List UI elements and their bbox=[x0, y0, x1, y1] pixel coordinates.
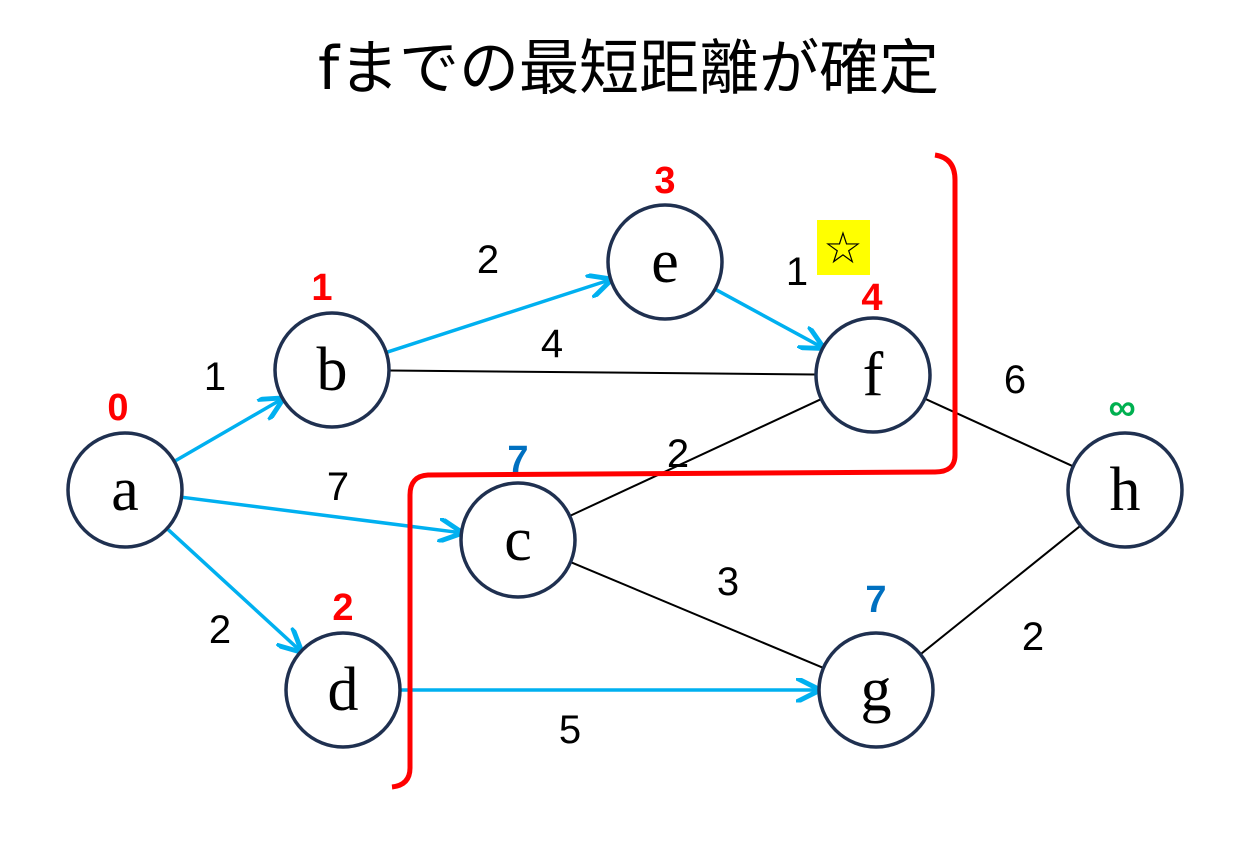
distance-label-e: 3 bbox=[654, 160, 675, 202]
edge-g-h bbox=[919, 525, 1081, 656]
edge-a-c bbox=[181, 495, 461, 532]
node-h: h∞ bbox=[1066, 387, 1184, 549]
node-circle bbox=[1066, 431, 1184, 549]
edge-c-f bbox=[569, 398, 821, 517]
edge-weight-b-e: 2 bbox=[477, 238, 499, 282]
star-icon: ☆ bbox=[823, 223, 862, 274]
node-f: f4 bbox=[814, 277, 932, 434]
edge-weight-a-d: 2 bbox=[209, 608, 231, 652]
distance-label-f: 4 bbox=[861, 277, 882, 319]
edge-e-f bbox=[714, 287, 822, 347]
node-label: g bbox=[861, 656, 892, 724]
edge-weight-f-h: 6 bbox=[1004, 358, 1026, 402]
distance-label-c: 7 bbox=[507, 439, 528, 481]
edge-weight-b-f: 4 bbox=[541, 322, 563, 366]
node-circle bbox=[273, 311, 391, 429]
distance-label-d: 2 bbox=[332, 587, 353, 629]
distance-label-a: 0 bbox=[107, 387, 128, 429]
node-d: d2 bbox=[284, 587, 402, 749]
node-label: d bbox=[328, 656, 359, 724]
edge-a-b bbox=[173, 399, 282, 463]
node-a: a0 bbox=[66, 387, 184, 549]
node-circle bbox=[459, 481, 577, 599]
edge-weight-c-g: 3 bbox=[717, 560, 739, 604]
distance-label-b: 1 bbox=[311, 267, 332, 309]
edge-weight-d-g: 5 bbox=[559, 708, 581, 752]
edge-c-g bbox=[570, 561, 823, 669]
node-circle bbox=[817, 631, 935, 749]
node-label: b bbox=[317, 336, 348, 404]
edge-weight-c-f: 2 bbox=[667, 432, 689, 476]
node-b: b1 bbox=[273, 267, 391, 429]
node-circle bbox=[606, 203, 724, 321]
node-label: a bbox=[111, 456, 139, 524]
slide-title: fまでの最短距離が確定 bbox=[317, 34, 940, 104]
distance-label-h: ∞ bbox=[1108, 387, 1135, 429]
node-label: c bbox=[504, 506, 532, 574]
node-g: g7 bbox=[817, 579, 935, 749]
node-e: e3 bbox=[606, 160, 724, 321]
edge-f-h bbox=[924, 397, 1073, 467]
node-label: f bbox=[863, 341, 884, 409]
node-c: c7 bbox=[459, 439, 577, 599]
edge-b-e bbox=[385, 280, 610, 355]
edge-b-f bbox=[388, 369, 816, 376]
node-label: h bbox=[1110, 456, 1141, 524]
node-label: e bbox=[651, 228, 679, 296]
edge-weight-e-f: 1 bbox=[786, 250, 808, 294]
edge-weight-g-h: 2 bbox=[1022, 615, 1044, 659]
distance-label-g: 7 bbox=[865, 579, 886, 621]
edge-weight-a-c: 7 bbox=[327, 465, 349, 509]
node-circle bbox=[814, 316, 932, 434]
edge-weight-a-b: 1 bbox=[204, 355, 226, 399]
star-highlight bbox=[817, 220, 870, 275]
confirmed-region-boundary bbox=[391, 152, 958, 790]
edge-a-d bbox=[165, 527, 300, 651]
node-circle bbox=[284, 631, 402, 749]
node-circle bbox=[66, 431, 184, 549]
